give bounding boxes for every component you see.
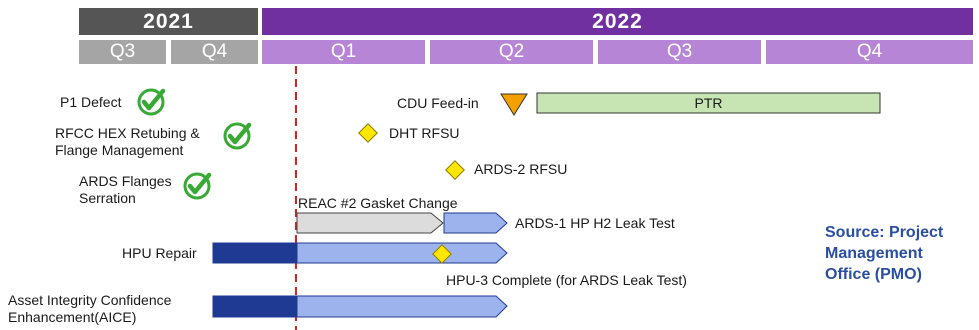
- year-2021-label: 2021: [143, 9, 194, 33]
- ptr-bar: [536, 92, 881, 114]
- hpu-repair-label: HPU Repair: [122, 245, 197, 261]
- source-note: Source: Project Management Office (PMO): [825, 222, 943, 285]
- ards-flanges-line2: Serration: [79, 190, 136, 206]
- ards1-leak-test-label: ARDS-1 HP H2 Leak Test: [515, 215, 675, 231]
- rfcc-hex-line2: Flange Management: [55, 142, 184, 158]
- check-icon: [137, 88, 166, 116]
- check-icon: [223, 122, 252, 150]
- year-2021-header: 2021: [79, 8, 258, 35]
- quarter-2022-q2: Q2: [430, 40, 593, 64]
- ards2-rfsu-label: ARDS-2 RFSU: [474, 161, 568, 177]
- cdu-feed-in-triangle: [500, 93, 528, 116]
- hpu3-label: HPU-3 Complete (for ARDS Leak Test): [446, 272, 687, 288]
- p1-defect-label: P1 Defect: [60, 94, 122, 110]
- quarter-2021-q4: Q4: [171, 40, 258, 64]
- reac-gasket-label: REAC #2 Gasket Change: [298, 195, 458, 211]
- quarter-label: Q2: [498, 41, 525, 62]
- ards1-leak-test-arrow: [443, 212, 508, 234]
- aice-line2: Enhancement(AICE): [8, 309, 137, 325]
- quarter-label: Q1: [330, 41, 357, 62]
- ards-flanges-label: ARDS Flanges Serration: [79, 173, 172, 207]
- aice-future-arrow: [296, 295, 508, 318]
- rfcc-hex-label: RFCC HEX Retubing & Flange Management: [55, 125, 200, 159]
- cdu-feed-in-label: CDU Feed-in: [397, 95, 479, 111]
- check-icon: [183, 172, 212, 200]
- quarter-2022-q4: Q4: [766, 40, 973, 64]
- dht-rfsu-label: DHT RFSU: [389, 125, 460, 141]
- rfcc-hex-line1: RFCC HEX Retubing &: [55, 125, 200, 141]
- quarter-2021-q3: Q3: [79, 40, 166, 64]
- quarter-label: Q4: [201, 41, 228, 62]
- year-2022-header: 2022: [262, 8, 973, 35]
- quarter-label: Q4: [856, 41, 883, 62]
- aice-past-bar: [212, 295, 298, 318]
- hpu-repair-past-bar: [212, 242, 298, 264]
- hpu-repair-future-arrow: [296, 242, 508, 264]
- quarter-label: Q3: [109, 41, 136, 62]
- quarter-label: Q3: [666, 41, 693, 62]
- aice-line1: Asset Integrity Confidence: [8, 292, 172, 308]
- reac-gasket-bar: [296, 212, 444, 234]
- quarter-2022-q3: Q3: [598, 40, 761, 64]
- source-line2: Management: [825, 245, 923, 262]
- source-line3: Office (PMO): [825, 266, 922, 283]
- year-2022-label: 2022: [592, 9, 643, 33]
- ptr-label: PTR: [694, 95, 723, 111]
- aice-label: Asset Integrity Confidence Enhancement(A…: [8, 292, 171, 326]
- source-line1: Source: Project: [825, 224, 944, 241]
- ards-flanges-line1: ARDS Flanges: [79, 173, 172, 189]
- quarter-2022-q1: Q1: [262, 40, 425, 64]
